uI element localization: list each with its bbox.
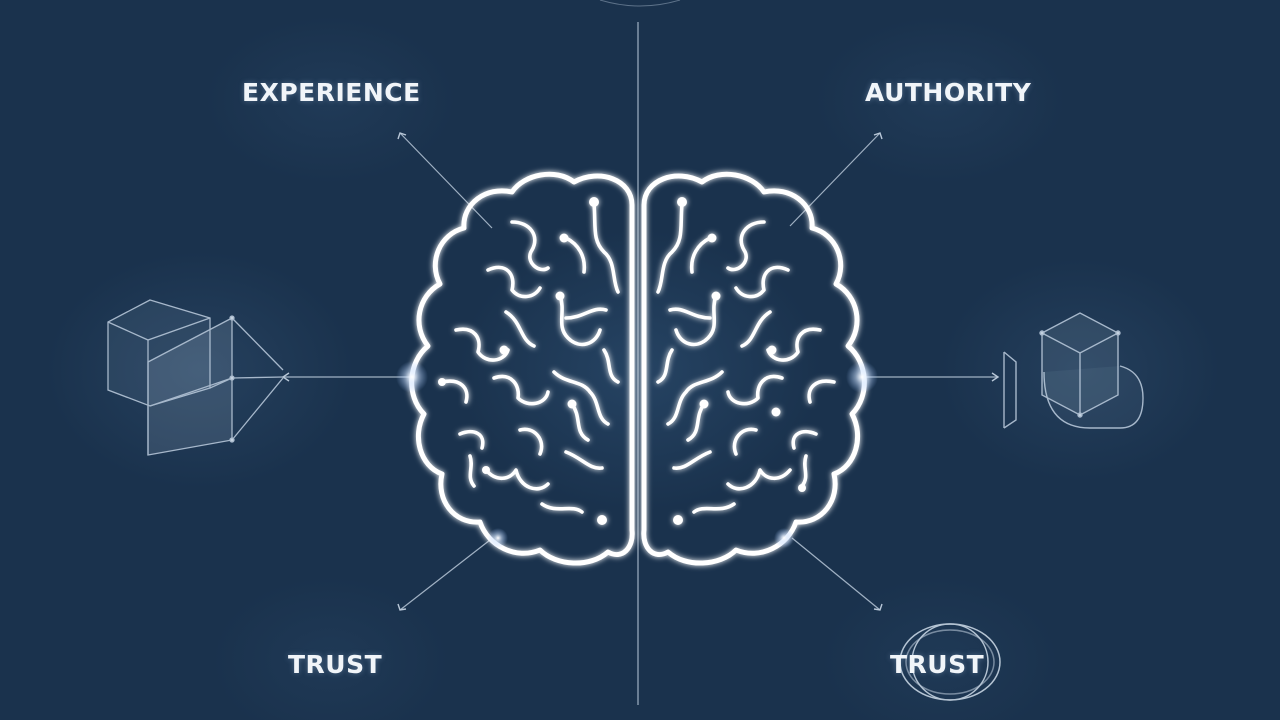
label-trust-left: TRUST [288,650,383,679]
label-experience: EXPERIENCE [242,78,421,107]
connector-top-right [789,132,881,227]
flare-right [846,361,878,393]
arrowhead-bottom-left [397,603,407,611]
light-flares [396,361,878,548]
top-partial-ring [599,0,681,7]
connector-bottom-left [399,539,491,611]
connector-top-left [399,132,493,229]
brain-left-hemisphere [409,171,635,566]
brain-right-folds [656,202,836,514]
cube-icon-right [1003,312,1144,429]
brain-right-hemisphere [641,171,867,566]
flare-bottom-right [774,528,794,548]
label-trust-right: TRUST [890,650,985,679]
connector-arrowheads [281,132,1000,611]
connector-bottom-right [791,537,881,611]
brain-left-folds [440,202,620,514]
connector-lines [283,22,998,705]
cube-icon [107,299,284,456]
arrowhead-bottom-right [873,603,883,611]
ring-icon [899,623,1001,701]
brain-nodes [438,197,806,525]
arrowhead-right [991,372,1000,382]
flare-bottom-left [488,528,508,548]
label-authority: AUTHORITY [865,78,1032,107]
arrowhead-top-left [397,132,407,140]
flare-left [396,361,428,393]
arrowhead-top-right [873,132,883,140]
